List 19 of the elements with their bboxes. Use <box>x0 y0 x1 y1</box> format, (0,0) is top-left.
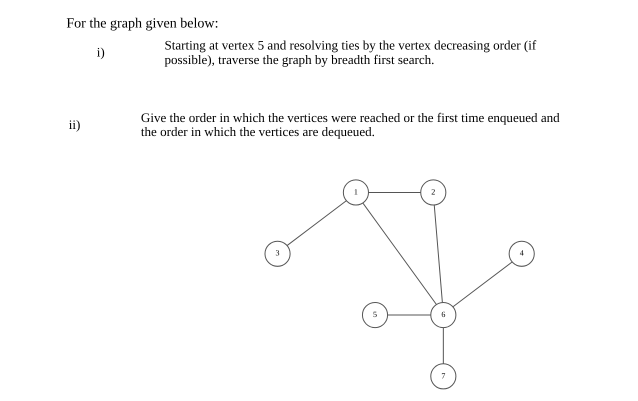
node-circle: 1 <box>342 179 368 206</box>
label: ii) <box>68 117 80 132</box>
connector <box>362 203 436 305</box>
label: Starting at vertex 5 and resolving ties by the vertex decreasing order (if possible), traverse the graph by breadth first search. <box>164 38 536 67</box>
node-circle: 7 <box>430 363 456 390</box>
label: Give the order in which the vertices were reached or the first time enqueued and the order in which the vertices are dequeued. <box>140 110 560 140</box>
node-circle: 4 <box>508 240 534 267</box>
label: i) <box>96 44 104 60</box>
node-circle: 5 <box>361 302 388 328</box>
connector <box>387 314 430 316</box>
connector <box>452 262 512 308</box>
connector <box>368 192 420 193</box>
connector <box>286 200 346 246</box>
node-circle: 3 <box>264 240 290 267</box>
connector <box>433 204 442 302</box>
node-circle: 6 <box>430 302 456 328</box>
node-circle: 2 <box>420 179 446 206</box>
connector <box>442 328 444 364</box>
diagram-title: For the graph given below: <box>66 15 218 32</box>
